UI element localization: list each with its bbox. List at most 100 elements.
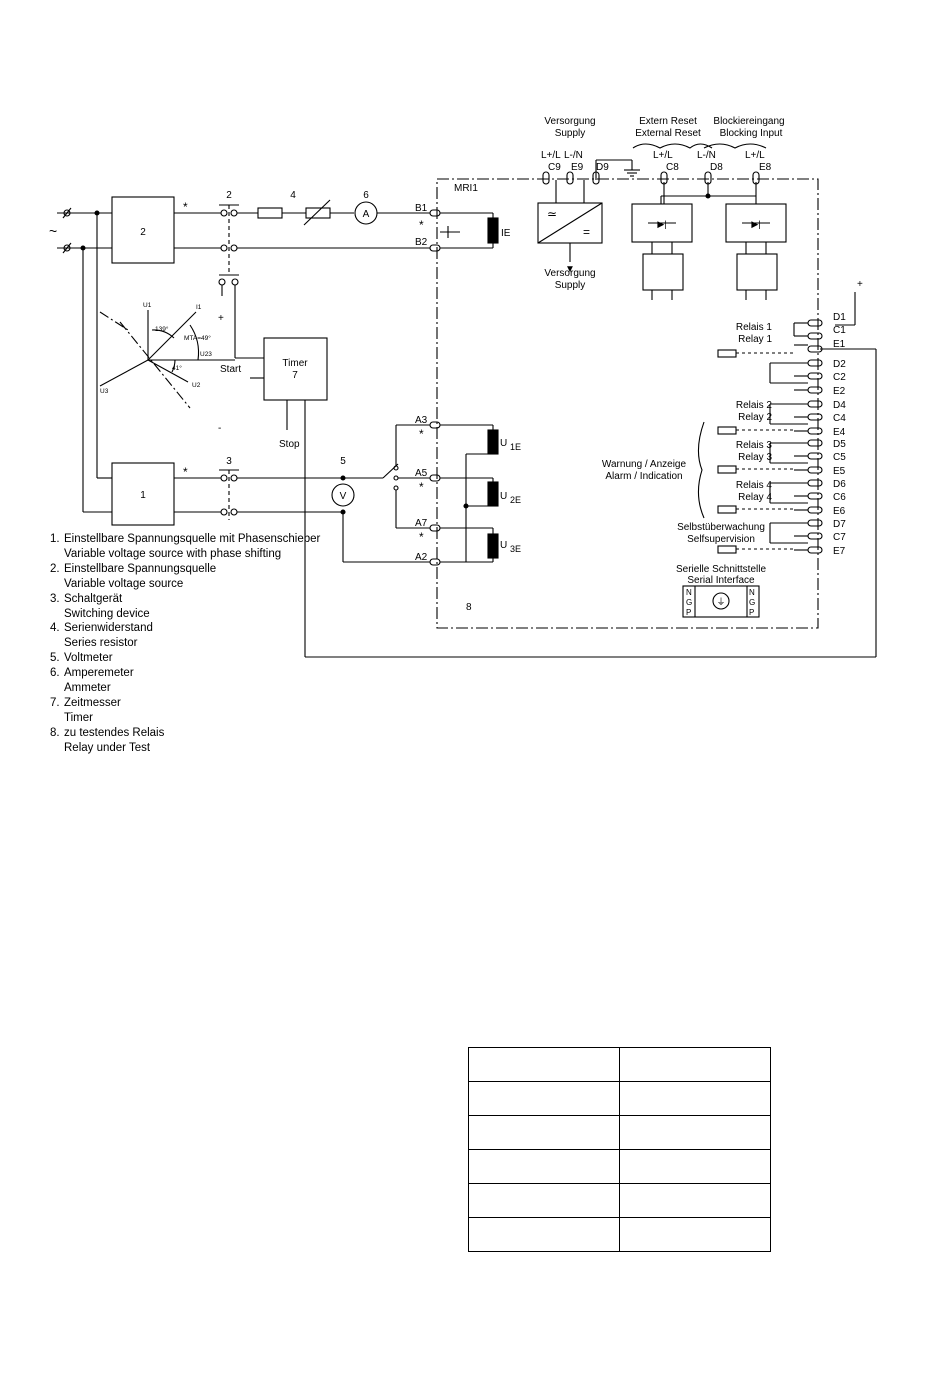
voltmeter-symbol: V [340, 491, 347, 502]
relay3-de: Relais 3 [736, 440, 773, 451]
table-cell [468, 1183, 620, 1218]
voltage-source-1 [111, 462, 175, 526]
label-resistor-4: 4 [290, 190, 296, 201]
terminal-c9: C9 [548, 162, 561, 173]
legend-number: 6. [50, 667, 60, 680]
phasor-u23: U23 [200, 351, 212, 358]
phasor-u1: U1 [143, 302, 152, 309]
serial-n-right: N [749, 588, 755, 597]
label-lmn-1: L-/N [564, 150, 583, 161]
legend-text-en: Variable voltage source with phase shift… [64, 547, 282, 560]
legend-text-de: Serienwiderstand [64, 622, 153, 635]
phasor-u2: U2 [192, 382, 201, 389]
ie-coil [487, 217, 499, 244]
label-lpl-1: L+/L [541, 150, 561, 161]
label-u1e: U [500, 438, 507, 449]
terminal-d7: D7 [833, 519, 846, 530]
mains-symbol: ~ [49, 223, 57, 239]
empty-table [468, 1047, 771, 1252]
legend-text-de: Zeitmesser [64, 696, 121, 709]
label-lpl-2: L+/L [653, 150, 673, 161]
label-u1e-sub: 1E [510, 442, 521, 452]
voltmeter-circle [331, 483, 355, 507]
label-mri1: MRI1 [454, 183, 478, 194]
terminal-b1: B1 [415, 203, 428, 214]
terminal-d8: D8 [710, 162, 723, 173]
label-switch-3: 3 [226, 456, 232, 467]
terminal-c1: C1 [833, 325, 846, 336]
table-row [468, 1217, 771, 1252]
star-source-1: * [183, 465, 188, 479]
ac-symbol: ≃ [547, 207, 557, 221]
terminal-d1: D1 [833, 312, 846, 323]
legend-text-de: Einstellbare Spannungsquelle mit Phasens… [64, 533, 321, 545]
legend-text-de: zu testendes Relais [64, 726, 165, 739]
label-supply-bottom-en: Supply [555, 280, 586, 291]
table-cell [468, 1047, 620, 1082]
legend-text-en: Ammeter [64, 682, 111, 695]
terminal-e8: E8 [759, 162, 772, 173]
terminal-d6: D6 [833, 479, 846, 490]
label-ext-reset-en: External Reset [635, 128, 701, 139]
dc-symbol: = [583, 225, 590, 239]
legend-number: 7. [50, 696, 60, 709]
legend-text-de: Amperemeter [64, 667, 134, 680]
voltage-source-2 [111, 196, 175, 264]
ammeter-symbol: A [363, 209, 370, 220]
ground-icon: ⏚ [716, 597, 725, 607]
serial-n-left: N [686, 588, 692, 597]
label-u2e: U [500, 491, 507, 502]
label-voltmeter-5: 5 [340, 456, 346, 467]
terminal-e4: E4 [833, 427, 846, 438]
component-legend: 1.Einstellbare Spannungsquelle mit Phase… [50, 532, 320, 756]
terminal-e9: E9 [571, 162, 584, 173]
table-cell [468, 1217, 620, 1252]
terminal-e2: E2 [833, 386, 846, 397]
relay-contacts [697, 292, 856, 554]
relay4-de: Relais 4 [736, 480, 773, 491]
timer-box [263, 337, 328, 401]
legend-text-de: Schaltgerät [64, 592, 123, 605]
phasor-i1: I1 [196, 304, 202, 311]
table-cell [468, 1115, 620, 1150]
table-cell [619, 1047, 771, 1082]
terminal-c7: C7 [833, 532, 846, 543]
serial-en: Serial Interface [687, 575, 755, 586]
alarm-en: Alarm / Indication [605, 471, 682, 482]
serial-p-right: P [749, 608, 754, 617]
timer-number: 7 [292, 370, 298, 381]
legend-number: 2. [50, 562, 60, 575]
terminal-c2: C2 [833, 372, 846, 383]
table-cell [619, 1217, 771, 1252]
terminal-a2: A2 [415, 552, 428, 563]
terminal-c8: C8 [666, 162, 679, 173]
terminal-b2: B2 [415, 237, 428, 248]
terminal-a5: A5 [415, 468, 428, 479]
serial-de: Serielle Schnittstelle [676, 564, 766, 575]
phasor-angle-139: 139° [155, 325, 169, 333]
label-supply-en: Supply [555, 128, 586, 139]
legend-text-en: Timer [64, 711, 93, 724]
relay2-de: Relais 2 [736, 400, 773, 411]
label-block-input-de: Blockiereingang [713, 116, 784, 127]
u1e-coil [487, 429, 499, 455]
terminal-d5: D5 [833, 439, 846, 450]
table-row [468, 1115, 771, 1150]
arrow-down-icon: ▼ [565, 264, 575, 275]
legend-text-de: Voltmeter [64, 652, 113, 665]
phasor-u3: U3 [100, 388, 109, 395]
terminal-e5: E5 [833, 466, 846, 477]
star-a5: * [419, 480, 424, 494]
relay3-en: Relay 3 [738, 452, 772, 463]
label-supply-de: Versorgung [544, 116, 595, 127]
legend-number: 8. [50, 726, 60, 739]
relay2-en: Relay 2 [738, 412, 772, 423]
table-row [468, 1183, 771, 1218]
legend-text-en: Variable voltage source [64, 577, 184, 590]
